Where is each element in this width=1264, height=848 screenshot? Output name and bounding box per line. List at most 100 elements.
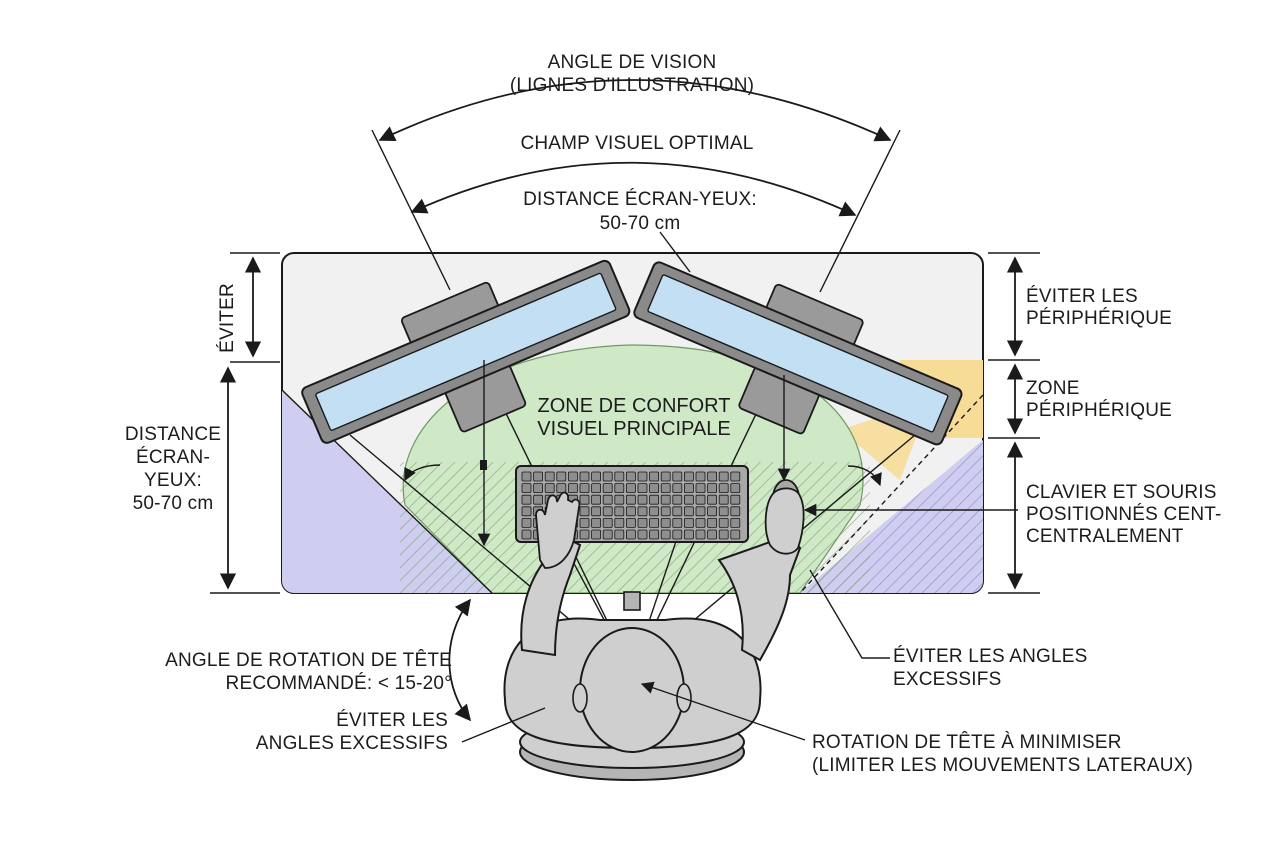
keyboard-key xyxy=(521,494,532,505)
keyboard-key xyxy=(718,506,729,517)
keyboard-key xyxy=(533,494,543,505)
keyboard-key xyxy=(591,483,601,494)
keyboard-key xyxy=(544,471,555,482)
keyboard-key xyxy=(672,471,683,482)
minimize-rotation-line1: ROTATION DE TÊTE À MINIMISER xyxy=(812,731,1122,753)
keyboard-mouse-line2: POSITIONNÉS CENT- xyxy=(1026,504,1222,525)
distance-top-value: 50-70 cm xyxy=(600,213,681,234)
keyboard-key xyxy=(602,518,613,528)
avoid-peripherals-line2: PÉRIPHÉRIQUE xyxy=(1026,308,1172,329)
left-monitor-screen xyxy=(315,272,617,431)
keyboard-key xyxy=(695,506,706,517)
keyboard-key xyxy=(637,494,648,505)
keyboard-key xyxy=(579,471,590,482)
keyboard-key xyxy=(660,506,671,517)
keyboard-key xyxy=(684,471,694,482)
avoid-angles-left-line1: ÉVITER LES xyxy=(336,710,448,731)
keyboard-key xyxy=(579,483,590,494)
keyboard-key xyxy=(718,518,729,528)
keyboard-key xyxy=(730,529,741,540)
keyboard-key xyxy=(591,518,601,528)
keyboard-key xyxy=(626,518,636,528)
right-monitor-screen xyxy=(647,274,949,433)
keyboard-key xyxy=(544,483,555,494)
keyboard-key xyxy=(591,506,601,517)
head xyxy=(579,627,685,753)
keyboard-key xyxy=(556,483,567,494)
keyboard-key xyxy=(626,483,636,494)
comfort-zone-line2: VISUEL PRINCIPALE xyxy=(537,418,730,440)
left-hand xyxy=(535,491,581,569)
keyboard-key xyxy=(707,471,717,482)
keyboard-key xyxy=(591,471,601,482)
keyboard-key xyxy=(614,506,625,517)
keyboard-key xyxy=(730,506,741,517)
keyboard-key xyxy=(637,483,648,494)
keyboard-key xyxy=(533,471,543,482)
distance-left-line3: YEUX: xyxy=(144,470,202,491)
keyboard-key xyxy=(568,471,578,482)
person xyxy=(503,487,805,781)
keyboard-key xyxy=(591,494,601,505)
right-monitor xyxy=(633,261,963,446)
keyboard-key xyxy=(579,494,590,505)
left-monitor xyxy=(301,259,631,444)
keyboard-key xyxy=(521,529,532,540)
avoid-left-label: ÉVITER xyxy=(217,283,238,353)
keyboard-key xyxy=(695,494,706,505)
left-arm xyxy=(520,533,582,657)
keyboard-key xyxy=(637,529,648,540)
keyboard-mouse-line1: CLAVIER ET SOURIS xyxy=(1026,482,1217,503)
keyboard-key xyxy=(707,529,717,540)
keyboard-key xyxy=(649,483,659,494)
keyboard-key xyxy=(614,494,625,505)
keyboard-key xyxy=(672,494,683,505)
left-ear xyxy=(572,683,588,713)
keyboard-key xyxy=(568,483,578,494)
keyboard-key xyxy=(649,471,659,482)
head-rotation-line2: RECOMMANDÉ: < 15-20° xyxy=(226,673,452,694)
viewing-angle-label: ANGLE DE VISION xyxy=(548,52,717,73)
keyboard-key xyxy=(637,471,648,482)
keyboard-key xyxy=(718,494,729,505)
keyboard-key xyxy=(660,529,671,540)
keyboard-key xyxy=(649,506,659,517)
keyboard-key xyxy=(660,518,671,528)
keyboard-mouse-line3: CENTRALEMENT xyxy=(1026,526,1184,547)
distance-left-line4: 50-70 cm xyxy=(133,493,214,514)
keyboard-key xyxy=(579,529,590,540)
keyboard-key xyxy=(602,483,613,494)
keyboard-key xyxy=(637,506,648,517)
keyboard-key xyxy=(718,483,729,494)
head-rotation-line1: ANGLE DE ROTATION DE TÊTE xyxy=(165,649,452,671)
distance-left-line2: ÉCRAN- xyxy=(136,447,210,468)
keyboard-key xyxy=(649,518,659,528)
keyboard-key xyxy=(660,471,671,482)
keyboard-key xyxy=(533,483,543,494)
keyboard-key xyxy=(707,494,717,505)
peripheral-zone-line2: PÉRIPHÉRIQUE xyxy=(1026,400,1172,421)
keyboard-key xyxy=(718,471,729,482)
minimize-rotation-line2: (LIMITER LES MOUVEMENTS LATERAUX) xyxy=(812,755,1193,776)
keyboard-key xyxy=(579,506,590,517)
keyboard-key xyxy=(614,529,625,540)
optimal-field-arc xyxy=(410,161,857,217)
peripheral-zone-line1: ZONE xyxy=(1026,378,1080,399)
keyboard-key xyxy=(707,506,717,517)
keyboard-key xyxy=(614,483,625,494)
keyboard-key xyxy=(660,494,671,505)
keyboard-key xyxy=(730,518,741,528)
keyboard-key xyxy=(695,483,706,494)
keyboard-key xyxy=(626,529,636,540)
keyboard-key xyxy=(521,518,532,528)
keyboard-key xyxy=(521,483,532,494)
keyboard-key xyxy=(684,529,694,540)
keyboard-key xyxy=(672,518,683,528)
optimal-field-label: CHAMP VISUEL OPTIMAL xyxy=(520,133,753,154)
viewing-angle-sublabel: (LIGNES D'ILLUSTRATION) xyxy=(510,75,754,96)
keyboard-key xyxy=(707,518,717,528)
keyboard-key xyxy=(718,529,729,540)
keyboard-key xyxy=(660,483,671,494)
keyboard-key xyxy=(591,529,601,540)
